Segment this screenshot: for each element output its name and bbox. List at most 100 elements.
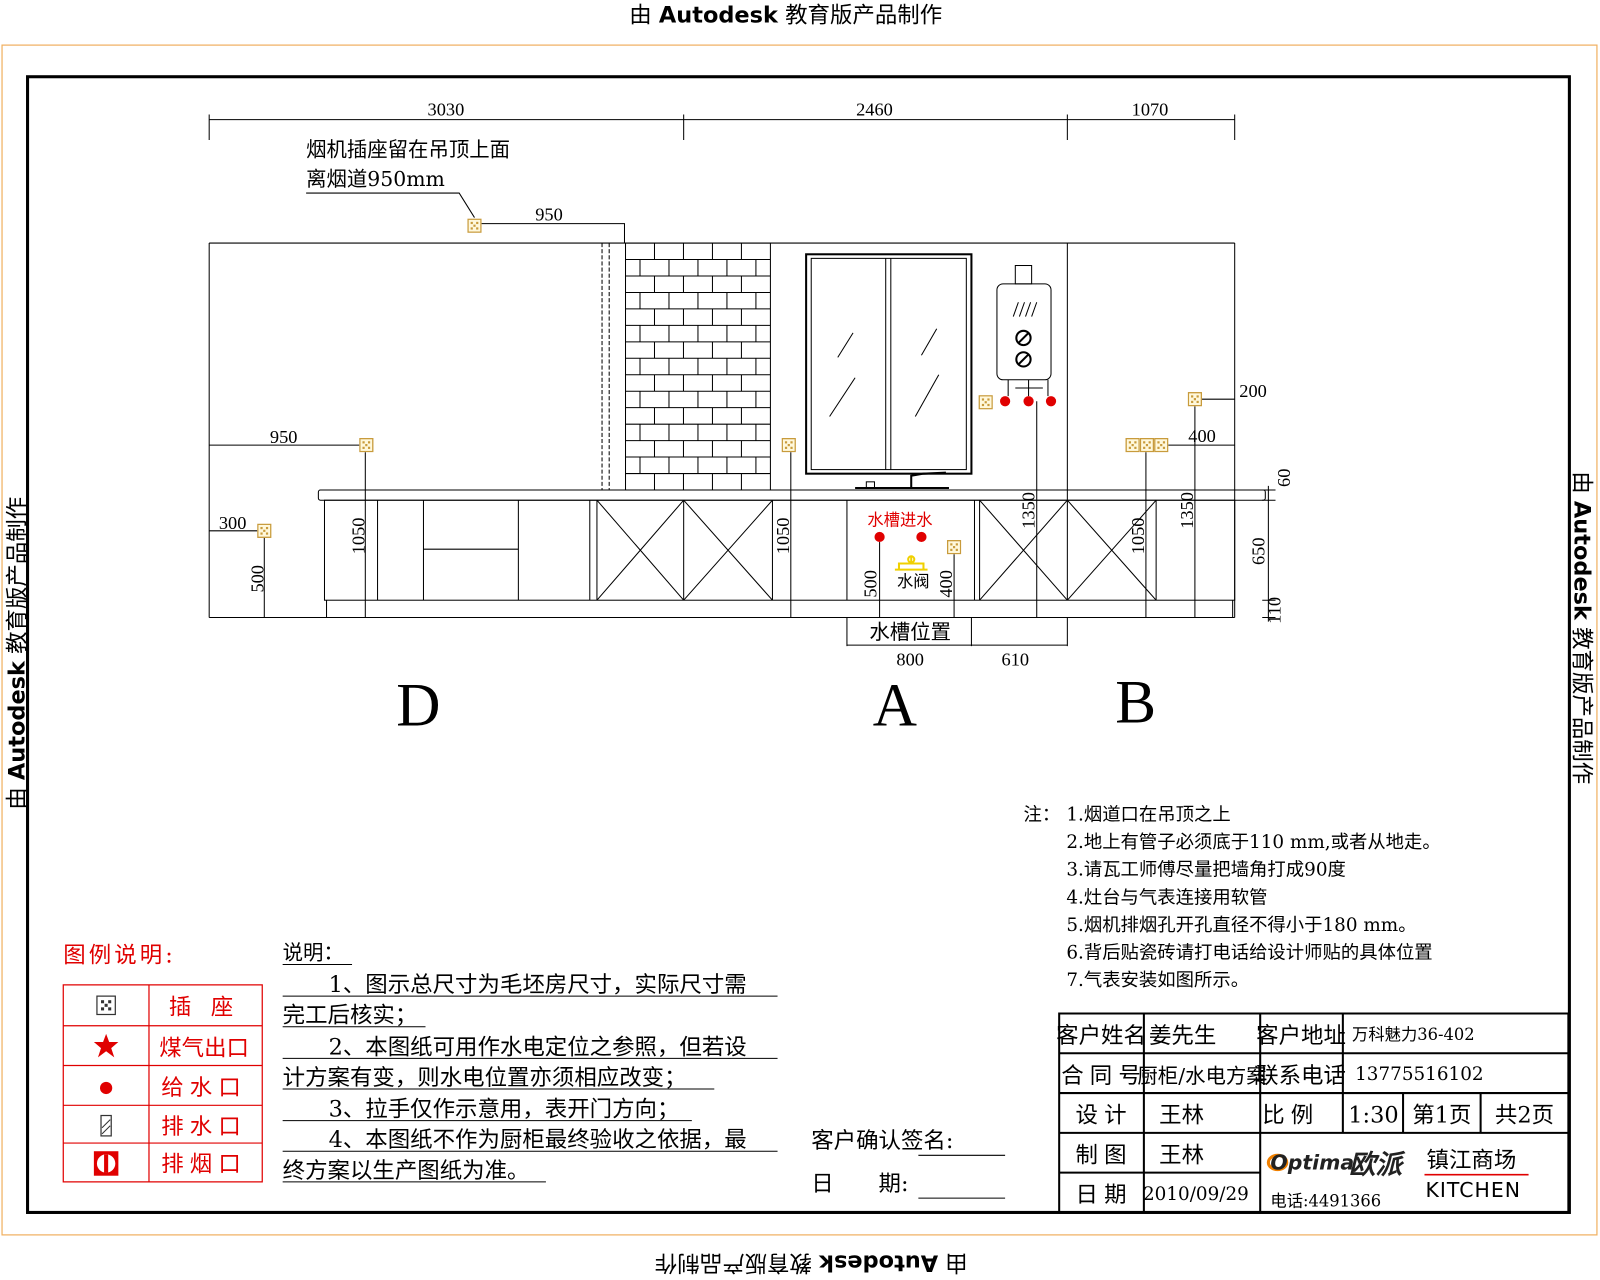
signature-label: 客户确认签名: bbox=[811, 1128, 953, 1154]
designer-label: 设计 bbox=[1076, 1103, 1133, 1129]
sink-position-line bbox=[846, 617, 1068, 647]
left-socket-height: 1050 bbox=[348, 518, 368, 555]
client-name: 姜先生 bbox=[1149, 1023, 1216, 1049]
sink-position-dimension: 水槽位置 800 610 bbox=[846, 617, 1068, 670]
note-item: 3.请瓦工师傅尽量把墙角打成90度 bbox=[1066, 860, 1346, 881]
sink-inlet-height: 500 bbox=[861, 570, 881, 598]
sink-socket-height: 400 bbox=[936, 570, 956, 598]
page-number: 第1页 bbox=[1412, 1103, 1471, 1129]
top-dimension-line bbox=[208, 114, 1236, 141]
watermark-right: 由 Autodesk 教育版产品制作 bbox=[1568, 471, 1594, 784]
water-valve-body bbox=[894, 556, 928, 571]
outer-frame bbox=[1, 44, 1598, 1236]
elevation-label-d: D bbox=[396, 672, 440, 740]
client-address-label: 客户地址 bbox=[1256, 1023, 1346, 1049]
hood-socket-annotation: 烟机插座留在吊顶上面 离烟道950mm 950 bbox=[306, 137, 625, 244]
watermark-brand: Autodesk bbox=[659, 3, 779, 29]
logo-brand: Optima bbox=[1270, 1151, 1354, 1175]
low-socket-lines bbox=[209, 530, 265, 618]
tile-socket-height: 1050 bbox=[773, 518, 793, 555]
sink-plumbing: 水槽进水 水阀 500 400 bbox=[861, 511, 962, 618]
socket-icon bbox=[1125, 437, 1140, 453]
logo-brand-cn: 欧派 bbox=[1349, 1150, 1406, 1181]
sink-faucet bbox=[855, 471, 949, 489]
watermark-top: 由 Autodesk 教育版产品制作 bbox=[629, 3, 942, 29]
explanation-line: 4、本图纸不作为厨柜最终验收之依据，最 bbox=[329, 1127, 747, 1153]
elevation-label-a: A bbox=[873, 672, 917, 740]
left-socket-offset: 950 bbox=[270, 427, 298, 447]
left-socket-lines bbox=[209, 444, 366, 618]
explanation-underlines bbox=[282, 963, 778, 1183]
contract-label: 合同号 bbox=[1061, 1063, 1147, 1089]
hood-socket-dimension-line bbox=[481, 223, 625, 244]
explanation-line: 计方案有变，则水电位置亦须相应改变； bbox=[283, 1065, 687, 1091]
cabinet-door-dividers bbox=[377, 500, 1157, 601]
cabinet-run bbox=[323, 499, 1236, 601]
right-socket-height: 1050 bbox=[1128, 518, 1148, 555]
client-name-label: 客户姓名 bbox=[1056, 1023, 1146, 1049]
explanation-line: 2、本图纸可用作水电定位之参照，但若设 bbox=[329, 1034, 747, 1060]
socket-dimensions: 950 1050 300 500 1050 1350 400 1050 200 … bbox=[209, 381, 1267, 618]
explanation-line: 3、拉手仅作示意用，表开门方向； bbox=[329, 1097, 680, 1123]
socket-icon bbox=[781, 437, 796, 453]
drawing-border bbox=[26, 75, 1571, 1214]
socket-icon bbox=[1154, 437, 1169, 453]
explanation-line: 1、图示总尺寸为毛坯房尺寸，实际尺寸需 bbox=[329, 972, 747, 998]
note-item: 4.灶台与气表连接用软管 bbox=[1066, 887, 1267, 908]
contract-value: 厨柜/水电方案 bbox=[1137, 1064, 1266, 1088]
low-socket-height: 500 bbox=[247, 565, 267, 593]
company-logo: Optima 欧派 镇江商场 KITCHEN 电话:4491366 bbox=[1266, 1148, 1529, 1210]
date-label: 日期 bbox=[1076, 1182, 1133, 1208]
watermark-bottom: 由 Autodesk 教育版产品制作 bbox=[655, 1249, 968, 1275]
socket-icon bbox=[359, 437, 374, 453]
right-socket-lines bbox=[1145, 444, 1235, 618]
faucet bbox=[910, 471, 946, 488]
phone-value: 13775516102 bbox=[1355, 1064, 1484, 1085]
scale-value: 1:30 bbox=[1348, 1103, 1398, 1129]
legend-label-gas-outlet: 煤气出口 bbox=[159, 1035, 249, 1061]
note-item: 6.背后贴瓷砖请打电话给设计师贴的具体位置 bbox=[1066, 942, 1432, 963]
top-dimension-1: 3030 bbox=[428, 100, 465, 120]
countertop bbox=[317, 489, 1266, 501]
socket-icon bbox=[1139, 437, 1155, 453]
window-frame bbox=[805, 253, 973, 475]
water-supply-dot-icon bbox=[1023, 396, 1034, 407]
sink-inlet-label: 水槽进水 bbox=[867, 511, 932, 530]
window-inner-frame bbox=[810, 257, 967, 471]
watermark-suffix: 教育版产品制作 bbox=[655, 1249, 812, 1275]
title-block: 客户姓名 姜先生 客户地址 万科魅力36-402 合同号 厨柜/水电方案 联系电… bbox=[1056, 1012, 1570, 1214]
legend: 图例说明: 插 座 煤气出口 给水口 排水口 排烟口 bbox=[62, 942, 263, 1183]
sink-width: 800 bbox=[896, 650, 924, 670]
watermark-prefix: 由 bbox=[4, 787, 30, 809]
plinth-height: 110 bbox=[1265, 597, 1285, 624]
cabinet-height: 650 bbox=[1248, 537, 1268, 565]
hood-note-leader bbox=[306, 192, 475, 218]
right-socket-offset: 400 bbox=[1188, 426, 1216, 446]
watermark-brand: Autodesk bbox=[1568, 501, 1594, 621]
sink-offset: 610 bbox=[1002, 650, 1030, 670]
heater-socket-height: 1350 bbox=[1019, 492, 1039, 529]
wall-elevation bbox=[208, 242, 1236, 619]
notes-prefix: 注： bbox=[1023, 805, 1060, 826]
cabinet-open-shelf-crosses bbox=[596, 499, 1157, 601]
explanation-line: 完工后核实； bbox=[283, 1003, 418, 1029]
socket-icon bbox=[946, 540, 962, 555]
watermark-suffix: 教育版产品制作 bbox=[785, 3, 942, 29]
client-address: 万科魅力36-402 bbox=[1352, 1025, 1475, 1044]
wall-outline bbox=[208, 242, 1236, 619]
note-item: 7.气表安装如图所示。 bbox=[1066, 970, 1249, 991]
top-dimension-3: 1070 bbox=[1132, 100, 1169, 120]
socket-icon bbox=[978, 395, 993, 410]
gas-outlet-star-icon bbox=[93, 1033, 119, 1058]
watermark-prefix: 由 bbox=[1568, 471, 1594, 493]
water-valve-label: 水阀 bbox=[897, 572, 930, 591]
water-valve-icon bbox=[894, 555, 928, 571]
high-socket-offset: 200 bbox=[1239, 381, 1267, 401]
hood-socket-offset: 950 bbox=[535, 205, 563, 225]
note-item: 1.烟道口在吊顶之上 bbox=[1066, 805, 1230, 826]
window-glass-reflection bbox=[829, 328, 940, 417]
watermark-brand: Autodesk bbox=[818, 1249, 938, 1275]
title-block-grid bbox=[1058, 1012, 1570, 1214]
socket-icon bbox=[96, 995, 116, 1016]
